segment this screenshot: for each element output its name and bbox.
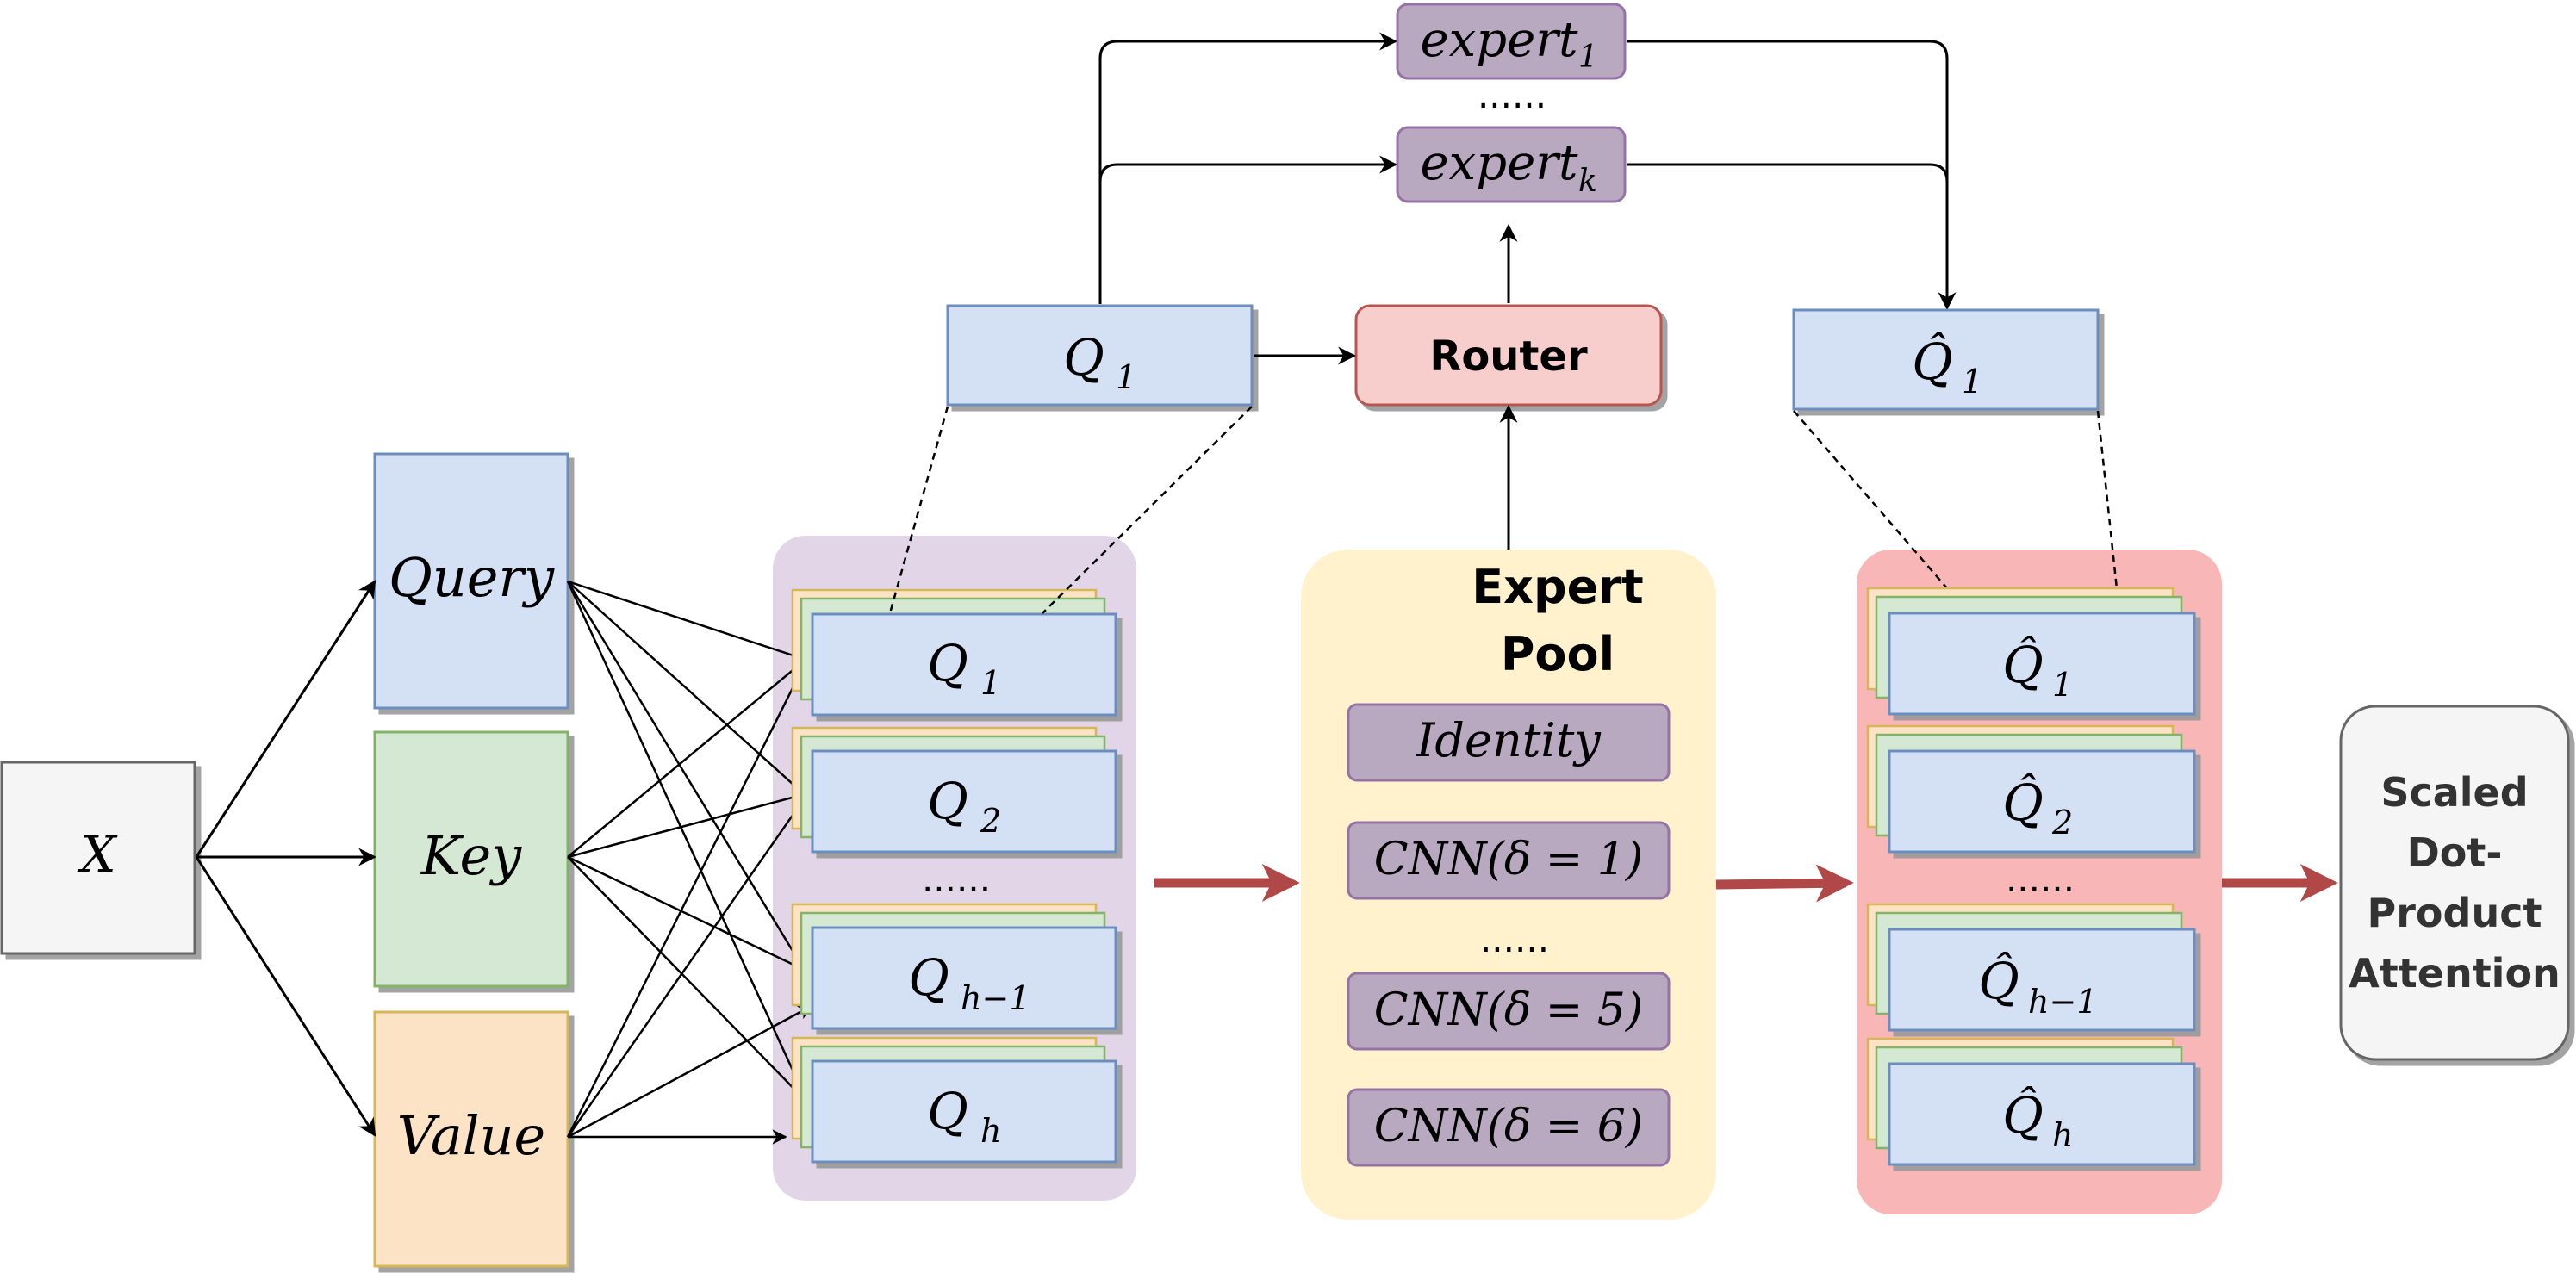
- key-label: Key: [420, 824, 522, 887]
- output-head-2-base: Q̂: [2002, 773, 2044, 832]
- selected-head-sub: 1: [1116, 358, 1136, 396]
- output-head-1-sub: 1: [2052, 666, 2073, 704]
- output-head-stack-h-minus-1: Q̂ h−1: [1866, 903, 2196, 1032]
- head-h-sub: h: [980, 1112, 1001, 1150]
- experts-ellipsis: ......: [1478, 74, 1546, 116]
- attention-line4: Attention: [2349, 950, 2560, 997]
- value-box: Value: [373, 1010, 569, 1268]
- head-2-sub: 2: [980, 802, 1001, 840]
- input-x-box: X: [0, 761, 196, 955]
- attention-line2: Dot-: [2407, 829, 2503, 876]
- output-head-stack-h: Q̂ h: [1866, 1037, 2196, 1166]
- value-label: Value: [397, 1104, 546, 1167]
- head-1-base: Q: [927, 634, 968, 692]
- attention-line1: Scaled: [2380, 769, 2528, 816]
- pool-item-cnn-5-label: CNN(δ = 5): [1374, 984, 1643, 1036]
- pool-item-cnn-6-label: CNN(δ = 6): [1374, 1101, 1643, 1152]
- pool-item-identity: Identity: [1347, 703, 1671, 782]
- projection-fan-arrows: [566, 580, 813, 1145]
- expert-1-sub: 1: [1578, 40, 1598, 75]
- expert-1-box: expert 1: [1396, 3, 1627, 80]
- pool-item-cnn-1-label: CNN(δ = 1): [1374, 834, 1643, 885]
- output-head-h-sub: h: [2052, 1116, 2073, 1154]
- query-label: Query: [389, 546, 555, 609]
- output-head-stack-1: Q̂ 1: [1866, 587, 2196, 716]
- expert-1-base: expert: [1421, 12, 1578, 68]
- output-heads-ellipsis: ......: [2006, 858, 2075, 900]
- expert-pool-title-line2: Pool: [1501, 627, 1615, 681]
- attention-box: Scaled Dot- Product Attention: [2339, 705, 2570, 1061]
- pool-ellipsis: ......: [1480, 918, 1549, 960]
- pool-item-cnn-1: CNN(δ = 1): [1347, 821, 1671, 900]
- head-stack-h-minus-1: Q h−1: [791, 903, 1117, 1030]
- head-2-base: Q: [927, 772, 968, 830]
- router-box: Router: [1354, 304, 1663, 407]
- output-head-1-base: Q̂: [2002, 635, 2044, 694]
- zoom-lines-left: [888, 406, 1253, 614]
- expert-k-base: expert: [1421, 135, 1578, 191]
- flow-arrows: [1154, 864, 2338, 903]
- head-h-minus-1-sub: h−1: [961, 979, 1030, 1017]
- head-stack-h: Q h: [791, 1036, 1117, 1164]
- expert-pool-title-line1: Expert: [1472, 560, 1643, 614]
- pool-item-cnn-6: CNN(δ = 6): [1347, 1088, 1671, 1167]
- selected-output-box: Q̂ 1: [1792, 308, 2100, 411]
- head-stack-1: Q 1: [791, 588, 1117, 717]
- selected-output-sub: 1: [1962, 363, 1982, 401]
- selected-head-box: Q 1: [946, 304, 1254, 407]
- output-head-h-minus-1-base: Q̂: [1978, 951, 2019, 1010]
- selected-output-base: Q̂: [1912, 332, 1953, 391]
- attention-line3: Product: [2368, 890, 2542, 936]
- routing-paths: [1098, 32, 1957, 311]
- output-head-h-minus-1-sub: h−1: [2028, 983, 2098, 1021]
- zoom-lines-right: [1793, 410, 2121, 614]
- query-box: Query: [373, 452, 569, 710]
- head-h-base: Q: [927, 1082, 968, 1140]
- output-head-h-base: Q̂: [2002, 1085, 2044, 1145]
- router-label: Router: [1429, 332, 1588, 381]
- expert-k-sub: k: [1578, 164, 1597, 199]
- head-h-minus-1-base: Q: [908, 948, 949, 1007]
- head-stack-2: Q 2: [791, 726, 1117, 854]
- input-arrows: [195, 580, 377, 1137]
- pool-item-identity-label: Identity: [1416, 713, 1602, 767]
- head-1-sub: 1: [980, 664, 1001, 702]
- expert-k-box: expert k: [1396, 126, 1627, 203]
- key-box: Key: [373, 730, 569, 988]
- heads-ellipsis: ......: [922, 858, 991, 900]
- selected-head-base: Q: [1063, 328, 1104, 387]
- output-head-stack-2: Q̂ 2: [1866, 724, 2196, 854]
- pool-item-cnn-5: CNN(δ = 5): [1347, 972, 1671, 1051]
- input-x-label: X: [77, 825, 118, 884]
- output-head-2-sub: 2: [2051, 804, 2073, 841]
